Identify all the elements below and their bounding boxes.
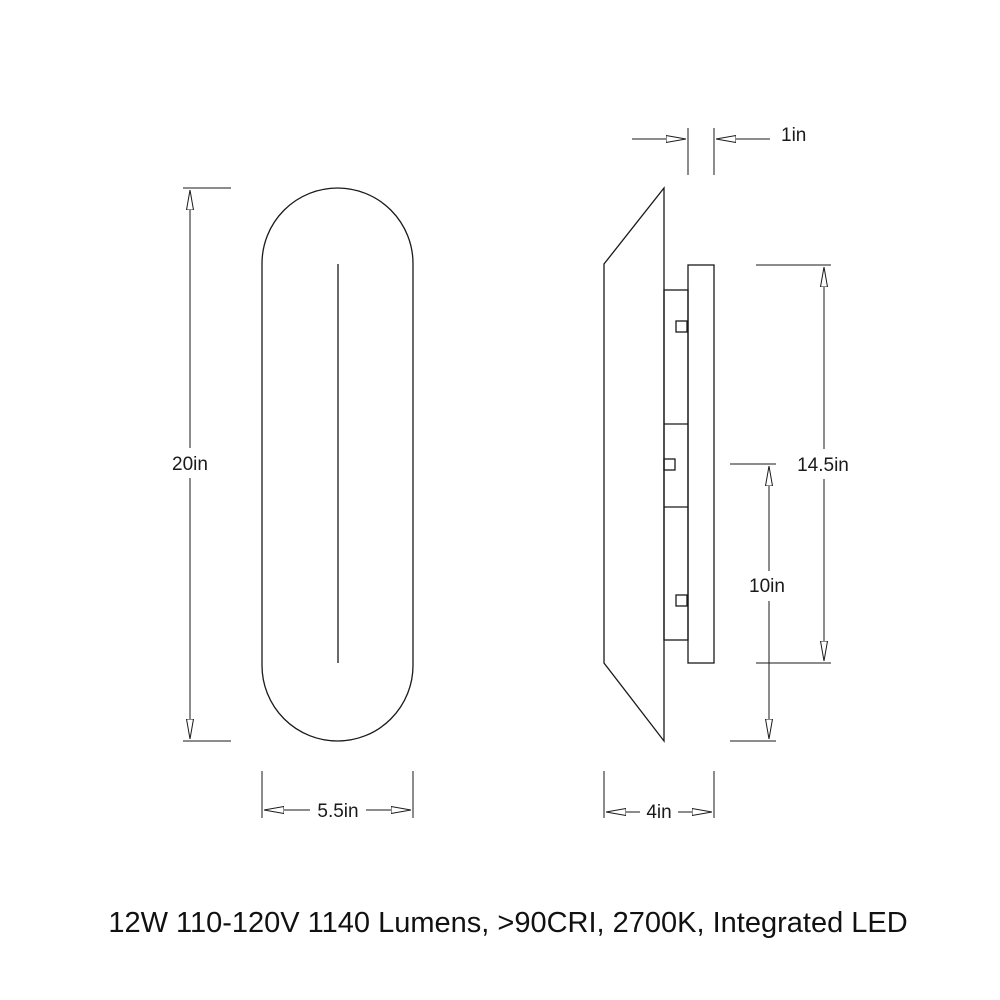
side-view <box>603 186 715 743</box>
dimension-side-depth: 4in <box>603 771 715 823</box>
backplate-height-label: 14.5in <box>797 455 849 476</box>
front-fixture-body <box>261 187 414 742</box>
front-view <box>261 187 414 742</box>
side-mount-bracket <box>663 289 689 641</box>
dimension-backplate-thickness: 1in <box>632 125 806 175</box>
side-screw-middle <box>663 458 676 471</box>
backplate-thickness-label: 1in <box>781 125 806 146</box>
side-depth-label: 4in <box>646 802 671 823</box>
side-backplate <box>687 264 715 664</box>
side-screw-bottom <box>675 594 688 607</box>
dimension-front-width: 5.5in <box>261 771 414 822</box>
dimension-mount-height: 10in <box>730 463 785 742</box>
side-screw-top <box>675 320 688 333</box>
front-width-label: 5.5in <box>317 801 358 822</box>
front-height-label: 20in <box>172 454 208 475</box>
spec-caption: 12W 110-120V 1140 Lumens, >90CRI, 2700K,… <box>108 907 907 939</box>
dimension-front-height: 20in <box>172 187 231 742</box>
mount-height-label: 10in <box>749 576 785 597</box>
side-shade-profile <box>603 186 665 743</box>
